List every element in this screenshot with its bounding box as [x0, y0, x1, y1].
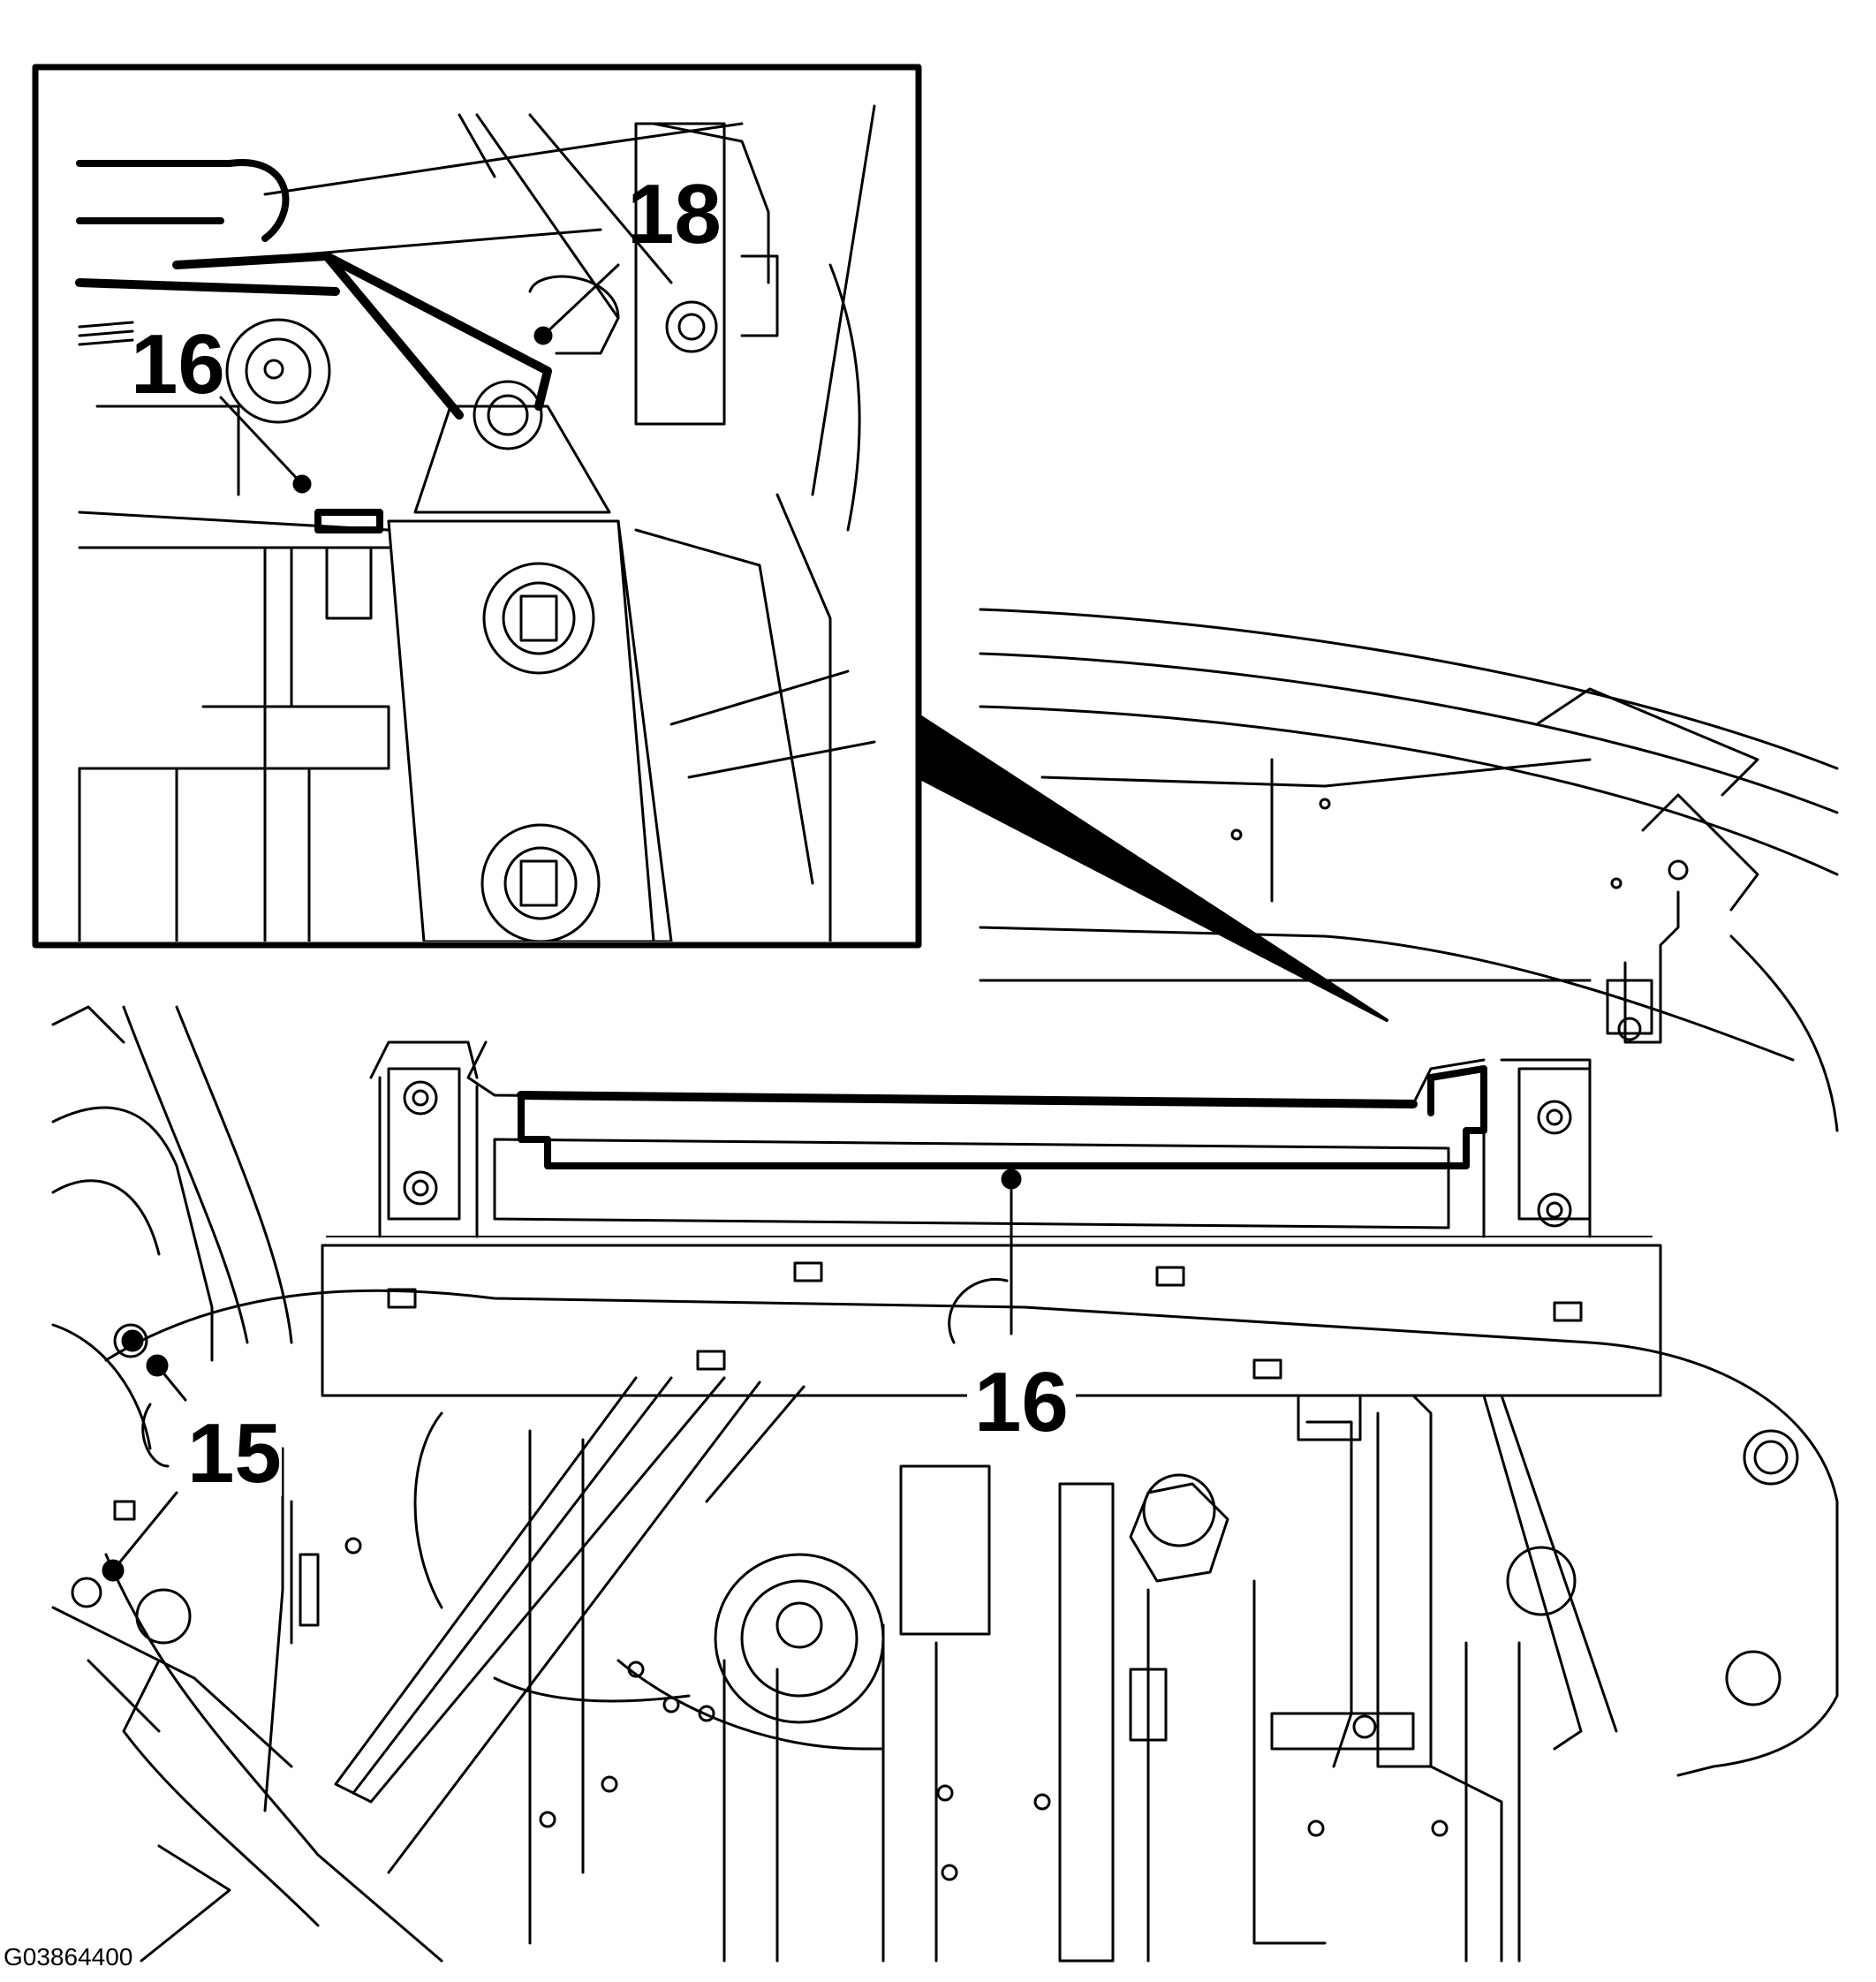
- callout-15: 15: [187, 1406, 282, 1501]
- figure-id: G03864400: [4, 1943, 133, 1971]
- callout-16-main: 16: [967, 1360, 1076, 1445]
- callout-16-inset: 16: [131, 317, 225, 412]
- inset-frame: [32, 64, 922, 949]
- callout-18: 18: [627, 167, 722, 261]
- inset-detail: [32, 64, 922, 949]
- inset-leader: [917, 714, 1388, 1022]
- main-assembly: [51, 608, 1839, 1963]
